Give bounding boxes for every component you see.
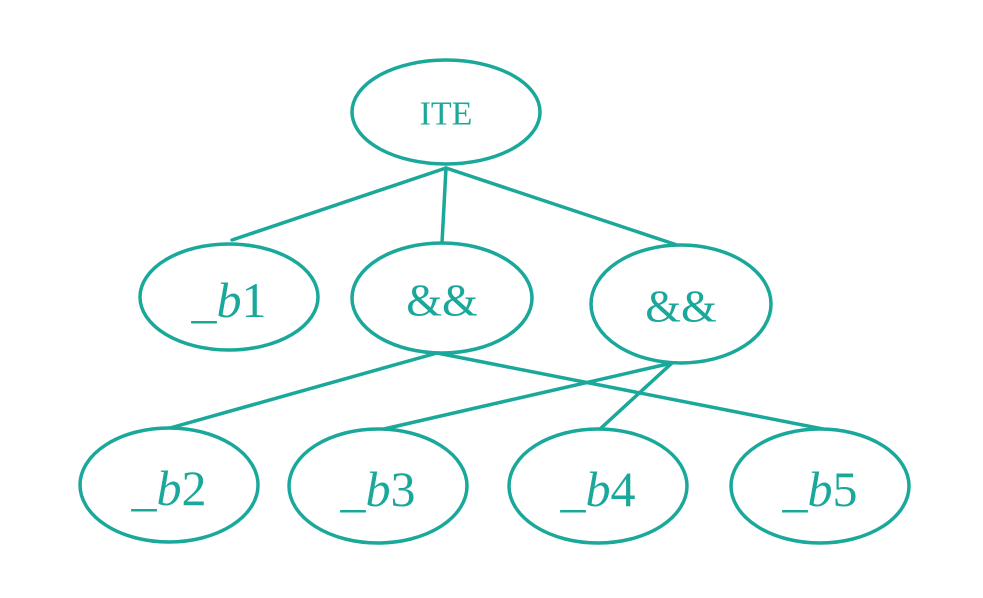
node-b1: _b1 [138,242,320,352]
node-b1-label: _b1 [191,272,267,328]
node-and-right: && [589,243,773,365]
node-b5: _b5 [729,427,911,545]
node-b2-label: _b2 [131,460,207,516]
edge-ite-and2 [444,166,679,247]
node-b3: _b3 [287,427,469,545]
edge-ite-b1 [230,166,448,242]
edge-and1-b2 [168,351,439,430]
edge-ite-and1 [440,166,448,245]
edges-layer [168,166,825,431]
node-b4: _b4 [507,427,689,545]
node-b3-label: _b3 [340,461,416,517]
node-and-right-label: && [645,281,717,332]
node-b5-label: _b5 [782,461,858,517]
node-ite: ITE [350,58,542,166]
node-b2: _b2 [78,426,260,544]
edge-and2-b4 [598,361,674,431]
node-and-left: && [350,241,534,355]
nodes-layer: ITE _b1 && && _b2 _b3 _b4 [78,58,911,545]
node-ite-label: ITE [420,96,473,133]
edge-and1-b5 [435,351,825,431]
node-and-left-label: && [406,275,478,326]
node-b4-label: _b4 [560,461,636,517]
edge-and2-b3 [382,361,674,431]
